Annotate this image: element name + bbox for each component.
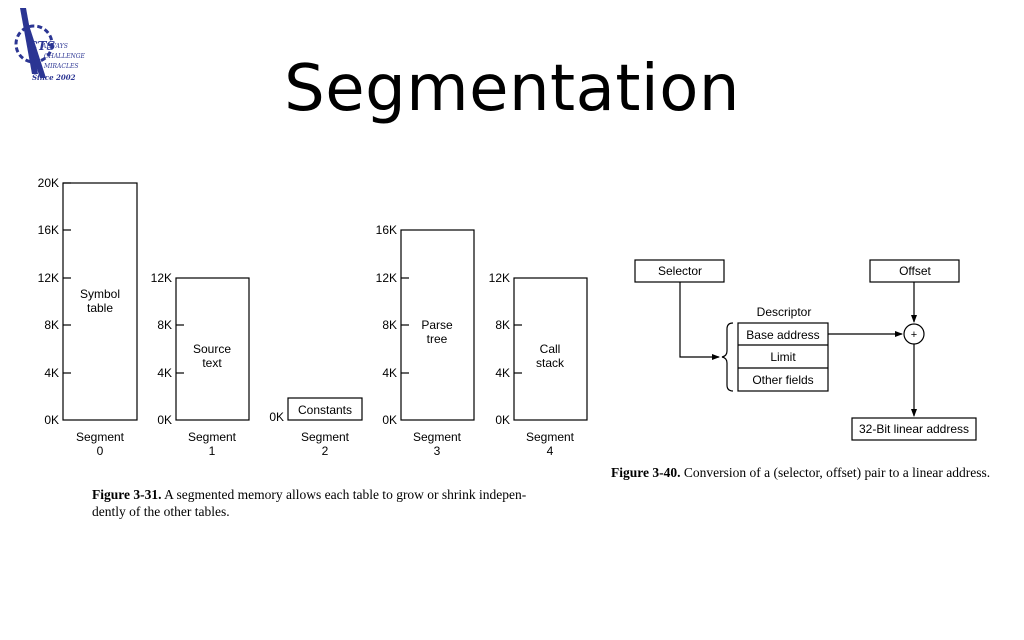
seg4-tick-0k: 0K [495,413,510,427]
logo-stroke-b [24,22,46,78]
seg3-tick-0k: 0K [382,413,397,427]
segment-2-box [287,397,363,421]
seg0-tick-20k: 20K [38,176,59,190]
seg3-num: 3 [434,444,441,458]
field-base-address: Base address [746,328,819,342]
seg4-tick-4k: 4K [495,366,510,380]
logo: CTS ALWAYS CHALLENGE MIRACLES Since 2002 [14,8,86,82]
adder-plus: + [911,329,917,341]
logo-text-3: MIRACLES [43,63,78,70]
linear-address-box [851,417,977,441]
logo-text-2: CHALLENGE [44,53,86,60]
figure-3-40-caption: Figure 3-40. Conversion of a (selector, … [611,464,1021,481]
seg1-content-1: Source [193,342,231,356]
seg4-num: 4 [547,444,554,458]
seg2-num: 2 [322,444,329,458]
page-title: Segmentation [284,52,740,126]
seg1-tick-4k: 4K [157,366,172,380]
seg0-tick-12k: 12K [38,271,59,285]
seg0-num: 0 [97,444,104,458]
seg0-name: Segment [76,430,125,444]
logo-letters: CTS [28,39,55,53]
descriptor-box [737,322,829,392]
seg1-name: Segment [188,430,237,444]
seg1-tick-12k: 12K [151,271,172,285]
seg0-tick-16k: 16K [38,223,59,237]
seg2-name: Segment [301,430,350,444]
seg1-content-2: text [202,356,222,370]
seg0-content-1: Symbol [80,287,120,301]
descriptor-brace [721,322,734,392]
figure-3-31-caption-label: Figure 3-31. [92,487,162,502]
seg4-name: Segment [526,430,575,444]
descriptor-label: Descriptor [757,305,812,319]
seg2-content-1: Constants [298,403,352,417]
seg4-content-1: Call [540,342,561,356]
seg3-tick-8k: 8K [382,318,397,332]
seg4-content-2: stack [536,356,565,370]
seg0-content-2: table [87,301,113,315]
seg3-content-1: Parse [421,318,453,332]
figure-3-31-caption: Figure 3-31. A segmented memory allows e… [92,486,552,520]
segment-1-box [175,277,250,421]
seg1-tick-8k: 8K [157,318,172,332]
seg3-name: Segment [413,430,462,444]
seg1-tick-0k: 0K [157,413,172,427]
seg3-tick-16k: 16K [376,223,397,237]
seg3-content-2: tree [427,332,448,346]
offset-label: Offset [899,264,931,278]
figure-3-31-caption-line2: dently of the other tables. [92,504,230,519]
seg2-tick-0k: 0K [269,410,284,424]
seg3-tick-12k: 12K [376,271,397,285]
segment-0-box [62,182,138,421]
logo-text-4: Since 2002 [32,73,76,82]
field-limit: Limit [770,350,796,364]
seg4-tick-8k: 8K [495,318,510,332]
linear-address-label: 32-Bit linear address [859,422,969,436]
segment-4-box [513,277,588,421]
selector-arrow [679,282,720,360]
seg0-tick-4k: 4K [44,366,59,380]
seg3-tick-4k: 4K [382,366,397,380]
seg1-num: 1 [209,444,216,458]
logo-text-1: ALWAYS [41,43,68,50]
field-other-fields: Other fields [752,373,813,387]
seg4-tick-12k: 12K [489,271,510,285]
seg0-tick-0k: 0K [44,413,59,427]
figure-3-40-caption-text: Conversion of a (selector, offset) pair … [680,465,991,480]
selector-label: Selector [658,264,702,278]
figure-3-40-caption-label: Figure 3-40. [611,465,681,480]
seg0-tick-8k: 8K [44,318,59,332]
figure-3-31-caption-line1: A segmented memory allows each table to … [161,487,527,502]
